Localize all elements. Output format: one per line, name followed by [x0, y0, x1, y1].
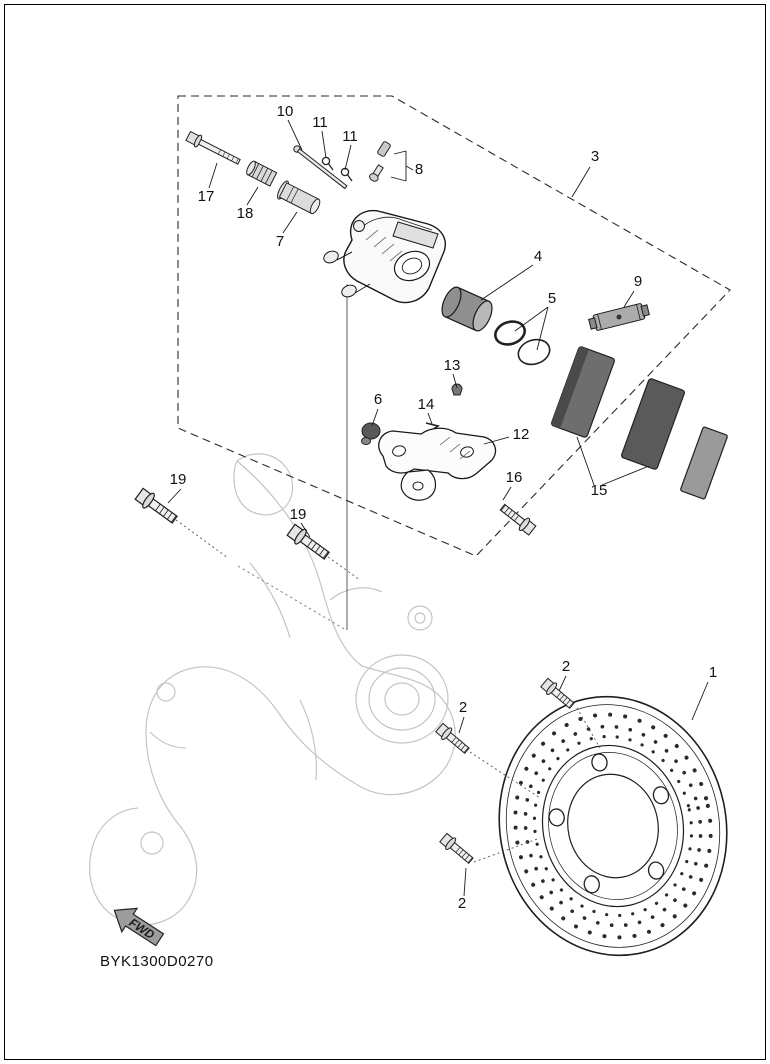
callout-8: 8	[415, 161, 423, 178]
group-boundary-dashed	[177, 95, 731, 557]
bolt-2-a	[539, 676, 578, 712]
brake-disc-1	[498, 695, 728, 957]
callout-10: 10	[277, 103, 294, 120]
brake-pads-15	[551, 346, 728, 500]
pin-bolt-16	[497, 500, 538, 537]
callout-12: 12	[513, 426, 530, 443]
callout-2-c: 2	[458, 895, 466, 912]
bolt-19-b	[285, 522, 333, 564]
slide-pin-7	[277, 180, 321, 215]
seal-5-a	[494, 320, 526, 346]
boot-6	[361, 422, 381, 445]
callout-14: 14	[418, 396, 435, 413]
bleed-screw-8	[369, 141, 391, 182]
clip-13	[451, 383, 463, 396]
bolt-2-c	[438, 831, 477, 867]
caliper-body	[323, 209, 446, 304]
callout-18: 18	[237, 205, 254, 222]
pad-spring-9	[588, 303, 650, 331]
callout-1: 1	[709, 664, 717, 681]
callout-5: 5	[548, 290, 556, 307]
callout-16: 16	[506, 469, 523, 486]
callout-2-b: 2	[459, 699, 467, 716]
callout-7: 7	[276, 233, 284, 250]
bolt-19-a	[133, 486, 181, 528]
callout-11-b: 11	[342, 128, 358, 145]
callout-2-a: 2	[562, 658, 570, 675]
diagram-code: BYK1300D0270	[100, 953, 214, 970]
swingarm-outline	[89, 453, 456, 926]
page-border	[4, 4, 766, 1060]
callout-17: 17	[198, 188, 215, 205]
assembly-guide-lines	[171, 516, 601, 863]
callout-19-a: 19	[170, 471, 187, 488]
callout-11-a: 11	[312, 114, 328, 131]
piston-4	[441, 286, 493, 332]
callout-15: 15	[591, 482, 608, 499]
bracket-12	[378, 427, 497, 501]
callout-6: 6	[374, 391, 382, 408]
boot-18	[246, 160, 278, 187]
swingarm-centerline	[237, 565, 347, 631]
callout-3: 3	[591, 148, 599, 165]
callout-9: 9	[634, 273, 642, 290]
callout-19-b: 19	[290, 506, 307, 523]
fwd-arrow: FWD	[113, 907, 165, 947]
clip-11-b	[340, 167, 353, 182]
callout-4: 4	[534, 248, 542, 265]
pad-pin-10	[293, 145, 348, 190]
bolt-17	[185, 130, 241, 165]
callout-13: 13	[444, 357, 461, 374]
leader-lines	[167, 119, 709, 897]
seal-5-b	[517, 338, 551, 366]
